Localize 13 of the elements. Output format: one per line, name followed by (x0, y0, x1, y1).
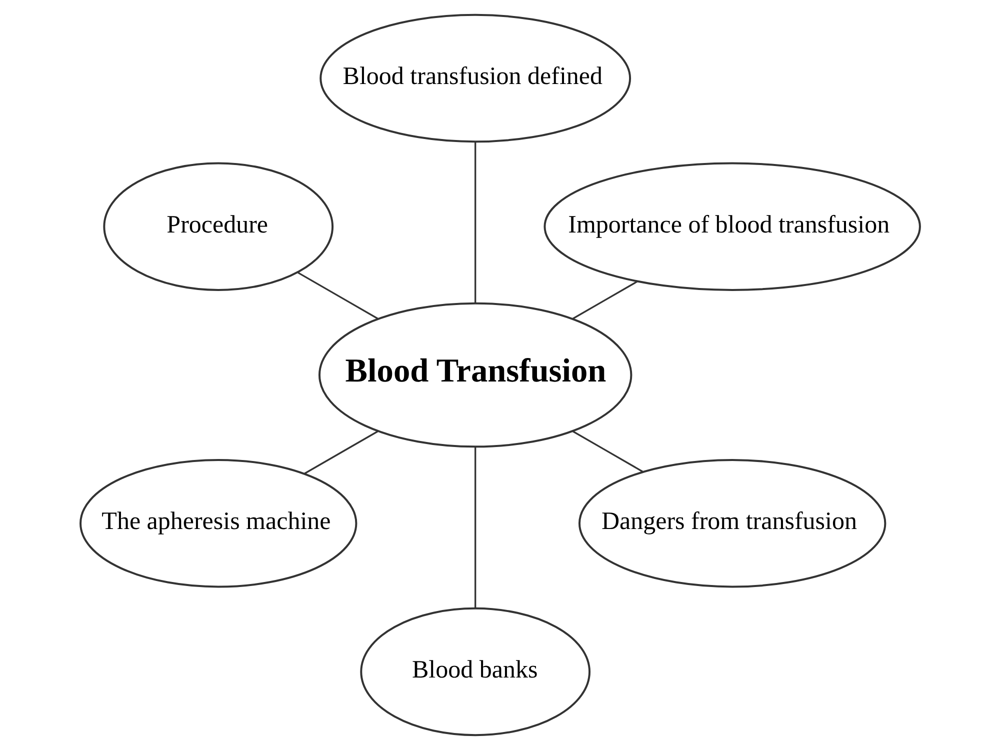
connector (297, 272, 378, 320)
connector (572, 430, 643, 473)
connector (474, 142, 476, 304)
connector (572, 280, 638, 320)
node-ellipse: Procedure (102, 162, 334, 291)
connector (304, 430, 378, 474)
node-ellipse: Blood transfusion defined (319, 14, 631, 143)
node-ellipse: Blood banks (360, 607, 590, 736)
connector (474, 446, 476, 608)
node-ellipse: Importance of blood transfusion (543, 162, 920, 291)
node-ellipse: Blood Transfusion (318, 302, 632, 448)
node-ellipse: The apheresis machine (79, 459, 357, 588)
node-ellipse: Dangers from transfusion (578, 459, 886, 588)
